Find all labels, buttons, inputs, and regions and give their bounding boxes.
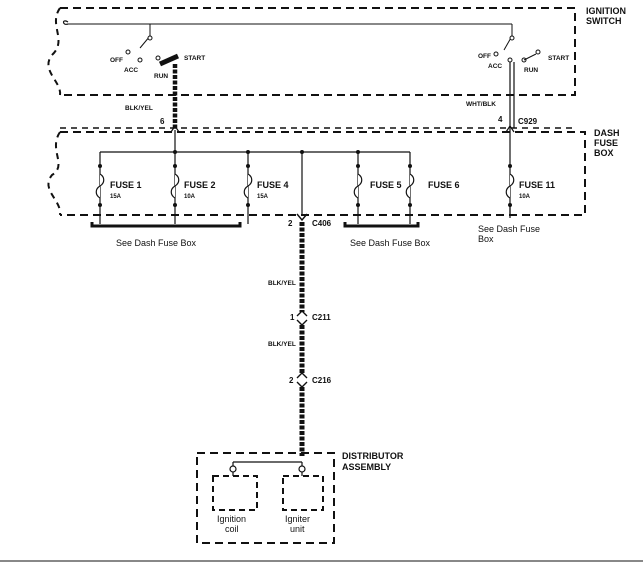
fuse-2-rating: 10A [184, 194, 196, 200]
fuse-symbols [95, 173, 515, 199]
fuse-4-rating: 15A [257, 194, 269, 200]
right-run-label: RUN [524, 67, 538, 74]
fuse-1-rating: 15A [110, 194, 122, 200]
fuse-6-name: FUSE 6 [428, 180, 460, 190]
ref-dash-fuse-box-1[interactable]: See Dash Fuse Box [116, 238, 197, 248]
igniter-unit-box [282, 475, 324, 511]
fuse-box-title-2: FUSE [594, 138, 618, 148]
igniter-unit-label-2: unit [290, 524, 305, 534]
ref-dash-fuse-box-3a[interactable]: See Dash Fuse [478, 224, 540, 234]
c216-pin: 2 [289, 376, 294, 385]
fuse-junctions [98, 150, 512, 207]
fuse-box-title-3: BOX [594, 148, 614, 158]
left-wire-color: BLK/YEL [125, 105, 153, 112]
distributor-assembly-box [196, 452, 335, 544]
c929-label: C929 [518, 117, 538, 126]
right-start-label: START [548, 55, 569, 62]
left-start-label: START [184, 55, 205, 62]
ignition-switch-title-1: IGNITION [586, 6, 626, 16]
right-acc-label: ACC [488, 63, 502, 70]
c216-label: C216 [312, 376, 332, 385]
ref-bracket-2 [343, 222, 420, 228]
dash-fuse-box-outline [47, 131, 586, 216]
c406-label: C406 [312, 219, 332, 228]
left-run-label: RUN [154, 73, 168, 80]
fuse-output-stubs [99, 205, 511, 224]
left-pin-number: 6 [160, 117, 165, 126]
right-wire-color: WHT/BLK [466, 101, 496, 108]
igniter-unit-label-1: Igniter [285, 514, 310, 524]
right-switch-contacts [493, 35, 541, 63]
fuse-5-name: FUSE 5 [370, 180, 402, 190]
fuse-11-name: FUSE 11 [519, 180, 555, 190]
ref-bracket-1 [90, 222, 242, 228]
left-acc-label: ACC [124, 67, 138, 74]
distributor-internal-wiring [229, 461, 306, 476]
ref-dash-fuse-box-3b[interactable]: Box [478, 234, 494, 244]
ignition-coil-box [212, 475, 258, 511]
fuse-11-rating: 10A [519, 194, 531, 200]
ignition-coil-label-2: coil [225, 524, 239, 534]
distributor-title-1: DISTRIBUTOR [342, 451, 404, 461]
seg1-wire-color: BLK/YEL [268, 280, 296, 287]
c211-label: C211 [312, 313, 331, 322]
switch-linkage [62, 20, 513, 36]
fuse-bus [99, 130, 411, 214]
c216-connector [296, 372, 308, 388]
ref-dash-fuse-box-2[interactable]: See Dash Fuse Box [350, 238, 431, 248]
c211-pin: 1 [290, 313, 295, 322]
fuse-2-name: FUSE 2 [184, 180, 216, 190]
fuse-1-name: FUSE 1 [110, 180, 142, 190]
pin-6-arrow [170, 124, 180, 133]
ignition-coil-label-1: Ignition [217, 514, 246, 524]
fuse-4-name: FUSE 4 [257, 180, 289, 190]
wire-wht-blk [509, 62, 515, 214]
seg2-wire-color: BLK/YEL [268, 341, 296, 348]
c211-connector [296, 310, 308, 326]
left-switch-contacts [125, 35, 180, 67]
pin-4-arrow [505, 124, 515, 133]
left-off-label: OFF [110, 57, 123, 64]
right-off-label: OFF [478, 53, 491, 60]
c406-pin: 2 [288, 219, 293, 228]
distributor-title-2: ASSEMBLY [342, 462, 391, 472]
right-pin-number: 4 [498, 115, 503, 124]
ignition-switch-title-2: SWITCH [586, 16, 622, 26]
c406-connector [296, 213, 308, 222]
ignition-switch-box [47, 7, 576, 96]
fuse-box-title-1: DASH [594, 128, 620, 138]
